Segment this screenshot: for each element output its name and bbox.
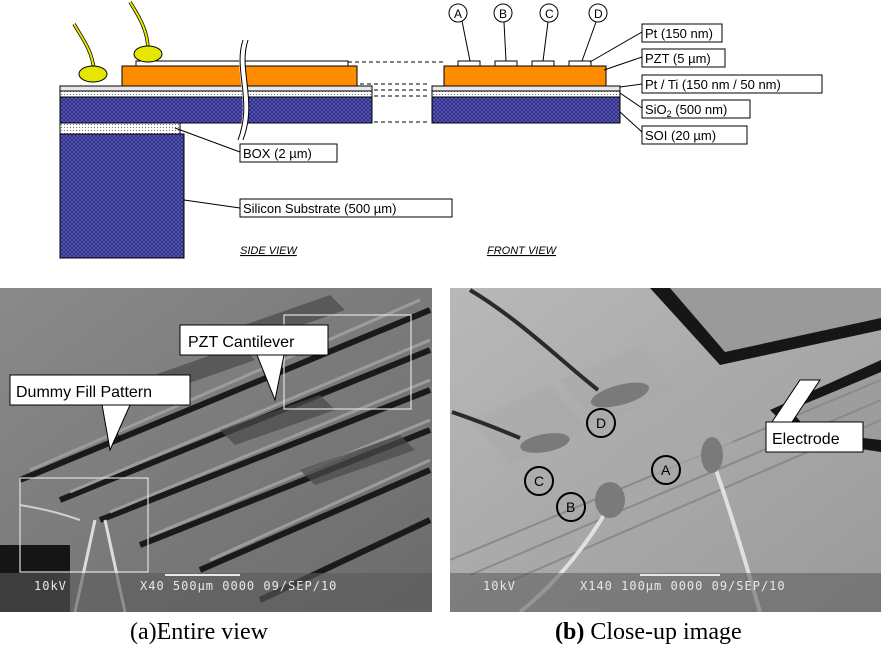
pt-ti-label: Pt / Ti (150 nm / 50 nm): [645, 77, 781, 92]
soi-label: SOI (20 µm): [645, 128, 716, 143]
pad-label-d: D: [596, 415, 606, 431]
side-view: BOX (2 µm) Silicon Substrate (500 µm) SI…: [59, 1, 453, 259]
silicon-substrate: [59, 133, 185, 259]
probe-d: [468, 288, 600, 392]
substrate-label: Silicon Substrate (500 µm): [243, 201, 396, 216]
electrode-label-b: B: [499, 7, 507, 21]
zoom-box-cantilever: [283, 314, 412, 410]
front-view-label: FRONT VIEW: [487, 245, 558, 257]
box-label: BOX (2 µm): [243, 146, 312, 161]
electrode-label: Electrode: [772, 431, 840, 448]
pad-label-b: B: [566, 499, 575, 515]
pt-ti-layer-front: [431, 85, 621, 92]
electrode-a: [457, 60, 481, 67]
pt-top-label: Pt (150 nm): [645, 26, 713, 41]
electrode-d: [568, 60, 592, 67]
pad-label-a: A: [661, 462, 671, 478]
side-view-label: SIDE VIEW: [240, 245, 298, 257]
cantilever-label: PZT Cantilever: [188, 334, 295, 351]
pzt-layer-side: [121, 65, 358, 87]
front-view: A B C D Pt (150 nm) PZT (5 µm) Pt / Ti (…: [431, 3, 823, 257]
electrode-c: [531, 60, 555, 67]
caption-b: (b) Close-up image: [555, 619, 742, 645]
wire-ball-left: [78, 65, 108, 83]
zoom-box-a: [19, 477, 149, 573]
dashed-connectors: [348, 61, 445, 123]
electrode-label-a: A: [454, 7, 462, 21]
probe-c: [451, 410, 521, 440]
electrode-label-d: D: [594, 7, 603, 21]
sem-info-a: X40 500µm 0000 09/SEP/10: [140, 579, 337, 593]
pzt-layer-front: [443, 65, 607, 87]
sem-info-b: X140 100µm 0000 09/SEP/10: [580, 579, 786, 593]
bond-wire-left: [73, 23, 95, 71]
soi-layer-side: [59, 95, 373, 124]
sem-image-b: D C B A Electrode 10kV X140 100µm 0000 0…: [450, 288, 881, 612]
pt-ti-layer-side: [59, 85, 373, 92]
wire-ball-right: [133, 45, 163, 63]
sem-image-a: Dummy Fill Pattern PZT Cantilever 10kV X…: [0, 288, 432, 612]
bond-wire-right: [129, 1, 149, 51]
electrode-label-c: C: [545, 7, 554, 21]
pzt-label: PZT (5 µm): [645, 51, 711, 66]
electrode-b: [494, 60, 518, 67]
sio2-label: SiO2 (500 nm): [645, 102, 727, 119]
sem-voltage-b: 10kV: [483, 579, 516, 593]
soi-layer-front: [431, 95, 621, 124]
pad-label-c: C: [534, 473, 544, 489]
caption-a: (a)Entire view: [130, 619, 269, 645]
dummy-fill-label: Dummy Fill Pattern: [16, 384, 152, 401]
sem-voltage-a: 10kV: [34, 579, 67, 593]
